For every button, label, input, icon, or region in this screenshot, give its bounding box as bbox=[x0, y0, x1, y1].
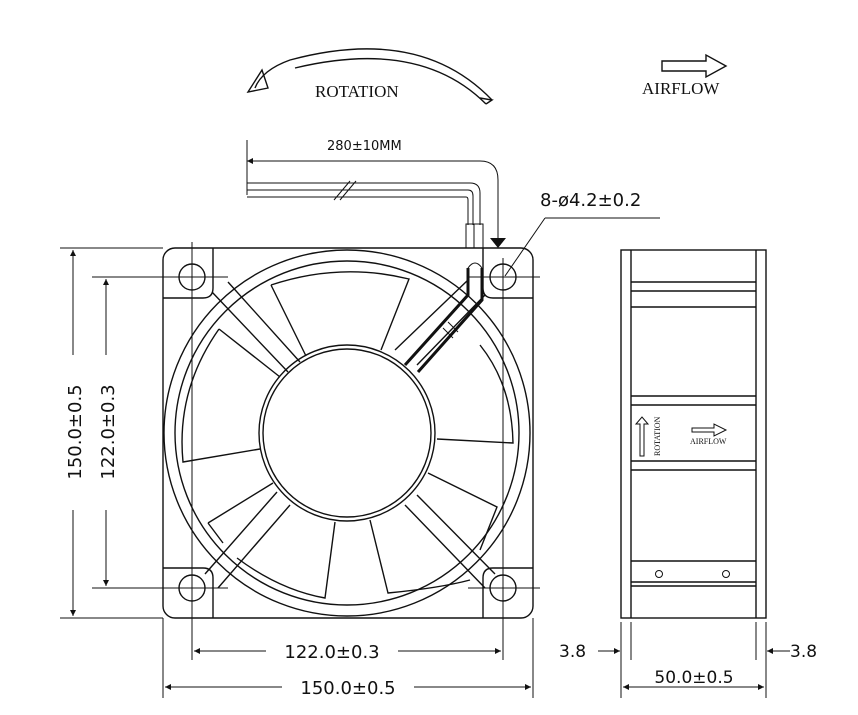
fan-front-view bbox=[60, 242, 540, 698]
width-overall-dimension: 150.0±0.5 bbox=[300, 678, 395, 699]
flange-right-dimension: 3.8 bbox=[790, 642, 817, 662]
rotation-arrow-icon bbox=[246, 48, 494, 105]
airflow-arrow-icon bbox=[661, 53, 728, 79]
depth-dimension: 50.0±0.5 bbox=[654, 668, 733, 688]
rotation-label: ROTATION bbox=[315, 82, 399, 101]
width-holes-dimension: 122.0±0.3 bbox=[284, 642, 379, 663]
height-holes-dimension: 122.0±0.3 bbox=[98, 384, 119, 479]
lead-length-dimension: 280±10MM bbox=[327, 139, 402, 154]
side-airflow-label: AIRFLOW bbox=[690, 437, 727, 446]
fan-side-view bbox=[620, 249, 767, 698]
height-overall-dimension: 150.0±0.5 bbox=[65, 384, 86, 479]
hole-leader bbox=[504, 217, 546, 277]
side-airflow-arrow-icon bbox=[691, 423, 728, 437]
hole-dimension: 8-ø4.2±0.2 bbox=[540, 190, 641, 211]
flange-left-dimension: 3.8 bbox=[559, 642, 586, 662]
lead-wire bbox=[246, 140, 506, 249]
side-rotation-arrow-icon bbox=[634, 416, 650, 457]
airflow-label: AIRFLOW bbox=[642, 79, 720, 98]
side-rotation-label: ROTATION bbox=[653, 416, 662, 456]
